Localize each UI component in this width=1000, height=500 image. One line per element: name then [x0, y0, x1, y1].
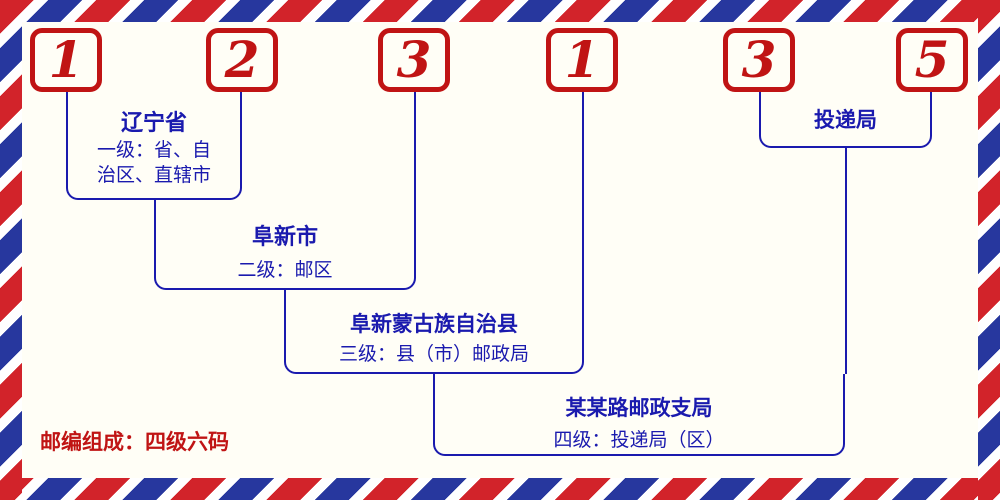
level1-region-name: 辽宁省: [120, 111, 187, 136]
digit-4: 1: [564, 30, 600, 89]
level2-region-name: 阜新市: [251, 225, 318, 250]
level2-bracket-line: [154, 200, 416, 290]
airmail-border-left: [0, 0, 22, 500]
level4-bracket-line: [433, 374, 845, 456]
level4-region-name: 某某路邮政支局: [565, 396, 713, 420]
level4-desc: 四级：投递局（区）: [553, 429, 725, 451]
level1-desc-line1: 一级：省、自: [96, 139, 211, 161]
airmail-border-top: [0, 0, 1000, 22]
level1-bracket-line: [66, 92, 242, 200]
level2-label: 阜新市 二级：邮区: [154, 224, 416, 283]
airmail-border-bottom: [0, 478, 1000, 500]
digit-box-3: 3: [378, 28, 450, 92]
postal-code-composition-note: 邮编组成：四级六码: [40, 430, 229, 454]
level3-bracket-line: [284, 290, 584, 374]
level1-desc-line2: 治区、直辖市: [96, 164, 211, 186]
digit-6: 5: [914, 30, 950, 89]
digit-5: 3: [741, 30, 777, 89]
digit-3: 3: [396, 30, 432, 89]
delivery-name: 投递局: [814, 108, 877, 132]
digit-1: 1: [48, 30, 84, 89]
digit-box-2: 2: [206, 28, 278, 92]
level3-desc: 三级：县（市）邮政局: [338, 343, 529, 365]
level3-label: 阜新蒙古族自治县 三级：县（市）邮政局: [284, 310, 584, 367]
level2-desc: 二级：邮区: [237, 259, 333, 281]
digit4-connector-line: [582, 92, 584, 290]
digit-2: 2: [224, 30, 260, 89]
digit-box-1: 1: [30, 28, 102, 92]
digit3-connector-line: [414, 92, 416, 200]
delivery-connector-line: [845, 148, 847, 374]
delivery-label: 投递局: [759, 106, 932, 134]
digit-box-6: 5: [896, 28, 968, 92]
delivery-bracket-line: [759, 92, 932, 148]
level3-region-name: 阜新蒙古族自治县: [350, 312, 518, 336]
level1-label: 辽宁省 一级：省、自 治区、直辖市: [66, 110, 242, 188]
airmail-border-right: [978, 0, 1000, 500]
digit-box-4: 1: [546, 28, 618, 92]
level4-label: 某某路邮政支局 四级：投递局（区）: [433, 394, 845, 453]
digit-box-5: 3: [723, 28, 795, 92]
